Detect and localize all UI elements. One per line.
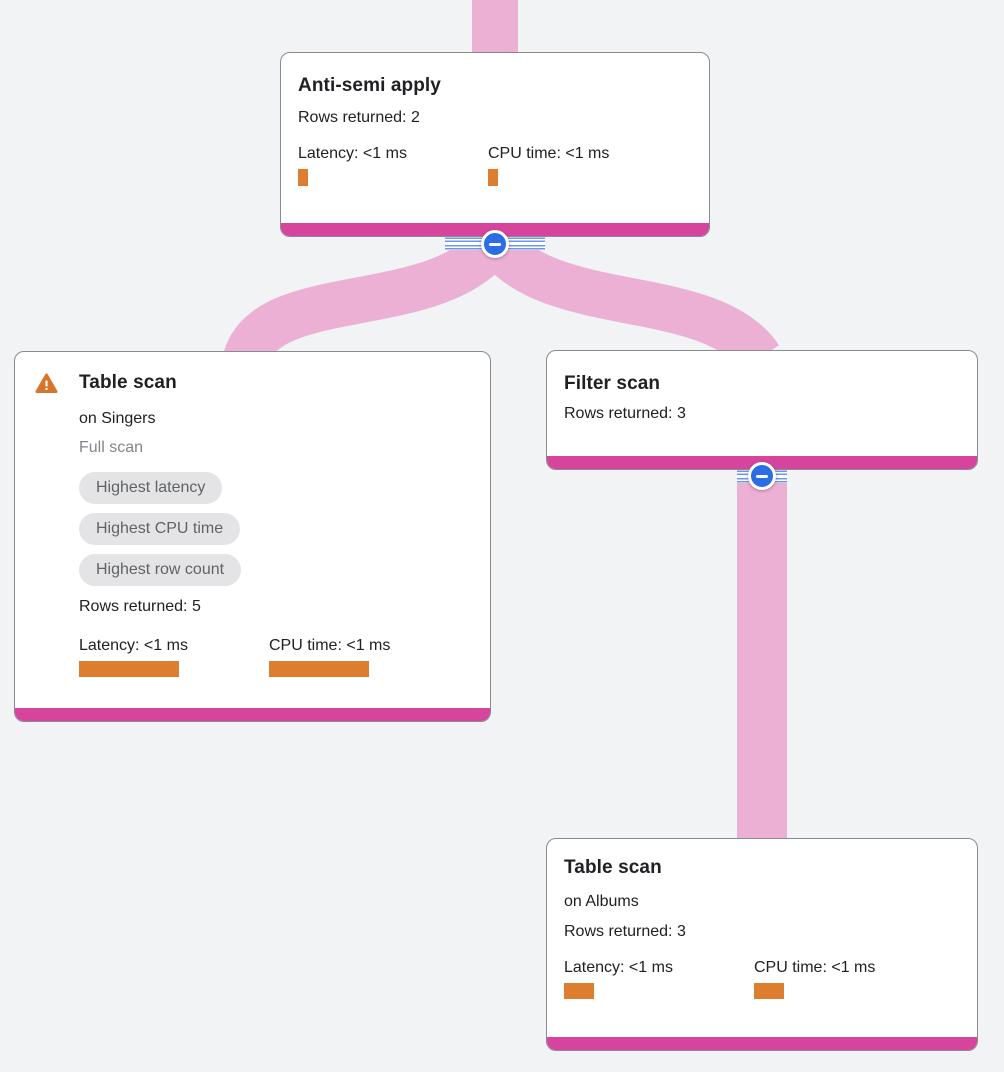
node-accent-bar — [15, 708, 490, 721]
node-title: Anti-semi apply — [298, 75, 441, 96]
minus-icon — [489, 242, 501, 246]
node-card-filter-scan[interactable]: Filter scan Rows returned: 3 — [546, 350, 978, 470]
cpu-time-label: CPU time: <1 ms — [488, 145, 610, 162]
node-accent-bar — [547, 1037, 977, 1050]
badge-highest-row-count: Highest row count — [79, 554, 242, 586]
edge-root-to-anti-semi-apply — [472, 0, 518, 58]
rows-returned-label: Rows returned: 3 — [564, 923, 686, 940]
node-title: Table scan — [79, 372, 177, 393]
cpu-time-bar — [754, 983, 784, 999]
rows-returned-label: Rows returned: 2 — [298, 109, 420, 126]
scan-type-label: Full scan — [79, 439, 144, 456]
minus-icon — [756, 474, 768, 478]
node-accent-bar — [281, 223, 709, 236]
edge-anti-semi-to-filter-scan — [476, 226, 780, 373]
node-card-table-scan-singers[interactable]: Table scan on Singers Full scan Highest … — [14, 351, 491, 722]
edge-anti-semi-to-table-scan-singers — [223, 226, 514, 367]
latency-bar — [79, 661, 179, 677]
node-card-table-scan-albums[interactable]: Table scan on Albums Rows returned: 3 La… — [546, 838, 978, 1051]
rows-returned-label: Rows returned: 5 — [79, 598, 201, 615]
warning-icon — [35, 372, 58, 393]
edge-filter-scan-to-table-scan-albums — [737, 463, 787, 845]
latency-label: Latency: <1 ms — [564, 959, 673, 976]
cpu-time-bar — [269, 661, 369, 677]
node-title: Filter scan — [564, 373, 661, 394]
node-card-anti-semi-apply[interactable]: Anti-semi apply Rows returned: 2 Latency… — [280, 52, 710, 237]
latency-label: Latency: <1 ms — [79, 637, 188, 654]
rows-returned-label: Rows returned: 3 — [564, 405, 686, 422]
scan-target-label: on Albums — [564, 893, 639, 910]
cpu-time-label: CPU time: <1 ms — [269, 637, 391, 654]
cpu-time-bar — [488, 169, 498, 186]
latency-bar — [298, 169, 308, 186]
cpu-time-label: CPU time: <1 ms — [754, 959, 876, 976]
badge-highest-latency: Highest latency — [79, 472, 223, 504]
latency-bar — [564, 983, 594, 999]
badge-highest-cpu-time: Highest CPU time — [79, 513, 241, 545]
collapse-button-anti-semi-apply[interactable] — [481, 230, 509, 258]
scan-target-label: on Singers — [79, 410, 156, 427]
collapse-button-filter-scan[interactable] — [748, 462, 776, 490]
latency-label: Latency: <1 ms — [298, 145, 407, 162]
node-title: Table scan — [564, 857, 662, 878]
